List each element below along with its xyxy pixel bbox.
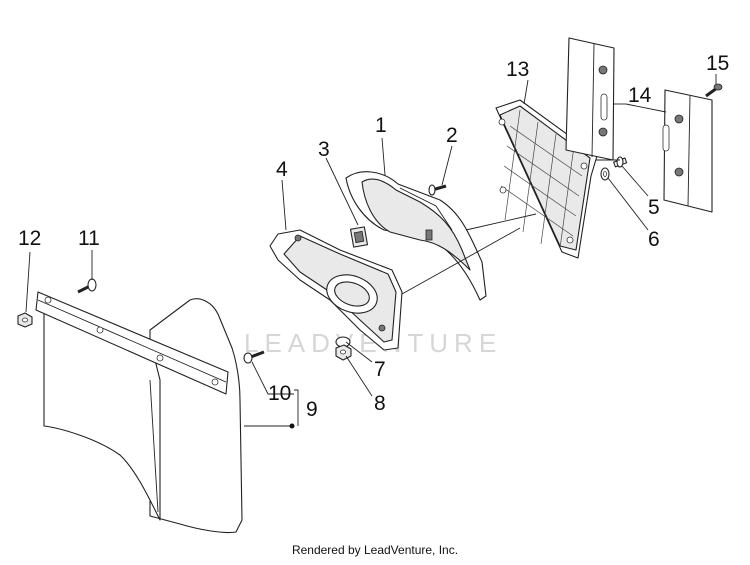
callout-10: 10: [268, 382, 291, 405]
part-2-bolt[interactable]: [428, 184, 447, 196]
callout-14: 14: [628, 84, 652, 107]
part-12-nut[interactable]: [17, 312, 33, 328]
part-1-deflector[interactable]: [345, 171, 487, 301]
assembly-guide-lines: [401, 159, 620, 295]
callout-4: 4: [276, 158, 288, 181]
part-14-bracket-upper[interactable]: [565, 37, 615, 161]
part-4-chute-plate[interactable]: [269, 229, 403, 351]
callout-11: 11: [78, 227, 100, 250]
callout-numbers: 1 2 3 4 5 6 7 8 9 10 11 12 13 14 15: [18, 52, 729, 421]
callout-2: 2: [446, 124, 458, 147]
footer-credit: Rendered by LeadVenture, Inc.: [291, 543, 459, 557]
part-9-rear-flap[interactable]: [43, 298, 243, 534]
part-6-washer[interactable]: [600, 167, 610, 181]
part-9-mounting-bar[interactable]: [35, 291, 229, 395]
callout-15: 15: [706, 52, 729, 75]
callout-9: 9: [306, 398, 318, 421]
part-5-bolt[interactable]: [613, 156, 628, 168]
part-14-bracket-lower[interactable]: [662, 89, 713, 213]
callout-leaders: [25, 74, 717, 429]
callout-6: 6: [648, 228, 660, 251]
part-11-bolt[interactable]: [77, 278, 97, 294]
part-8-nut[interactable]: [335, 344, 352, 361]
part-15-bolt[interactable]: [705, 83, 723, 98]
part-10-bolt[interactable]: [243, 350, 265, 364]
callout-5: 5: [648, 196, 660, 219]
callout-1: 1: [375, 114, 387, 137]
callout-3: 3: [318, 138, 330, 161]
callout-7: 7: [374, 358, 386, 381]
callout-12: 12: [18, 227, 41, 250]
callout-8: 8: [374, 392, 386, 415]
part-3-clip-nut[interactable]: [349, 226, 369, 248]
callout-13: 13: [506, 58, 529, 81]
